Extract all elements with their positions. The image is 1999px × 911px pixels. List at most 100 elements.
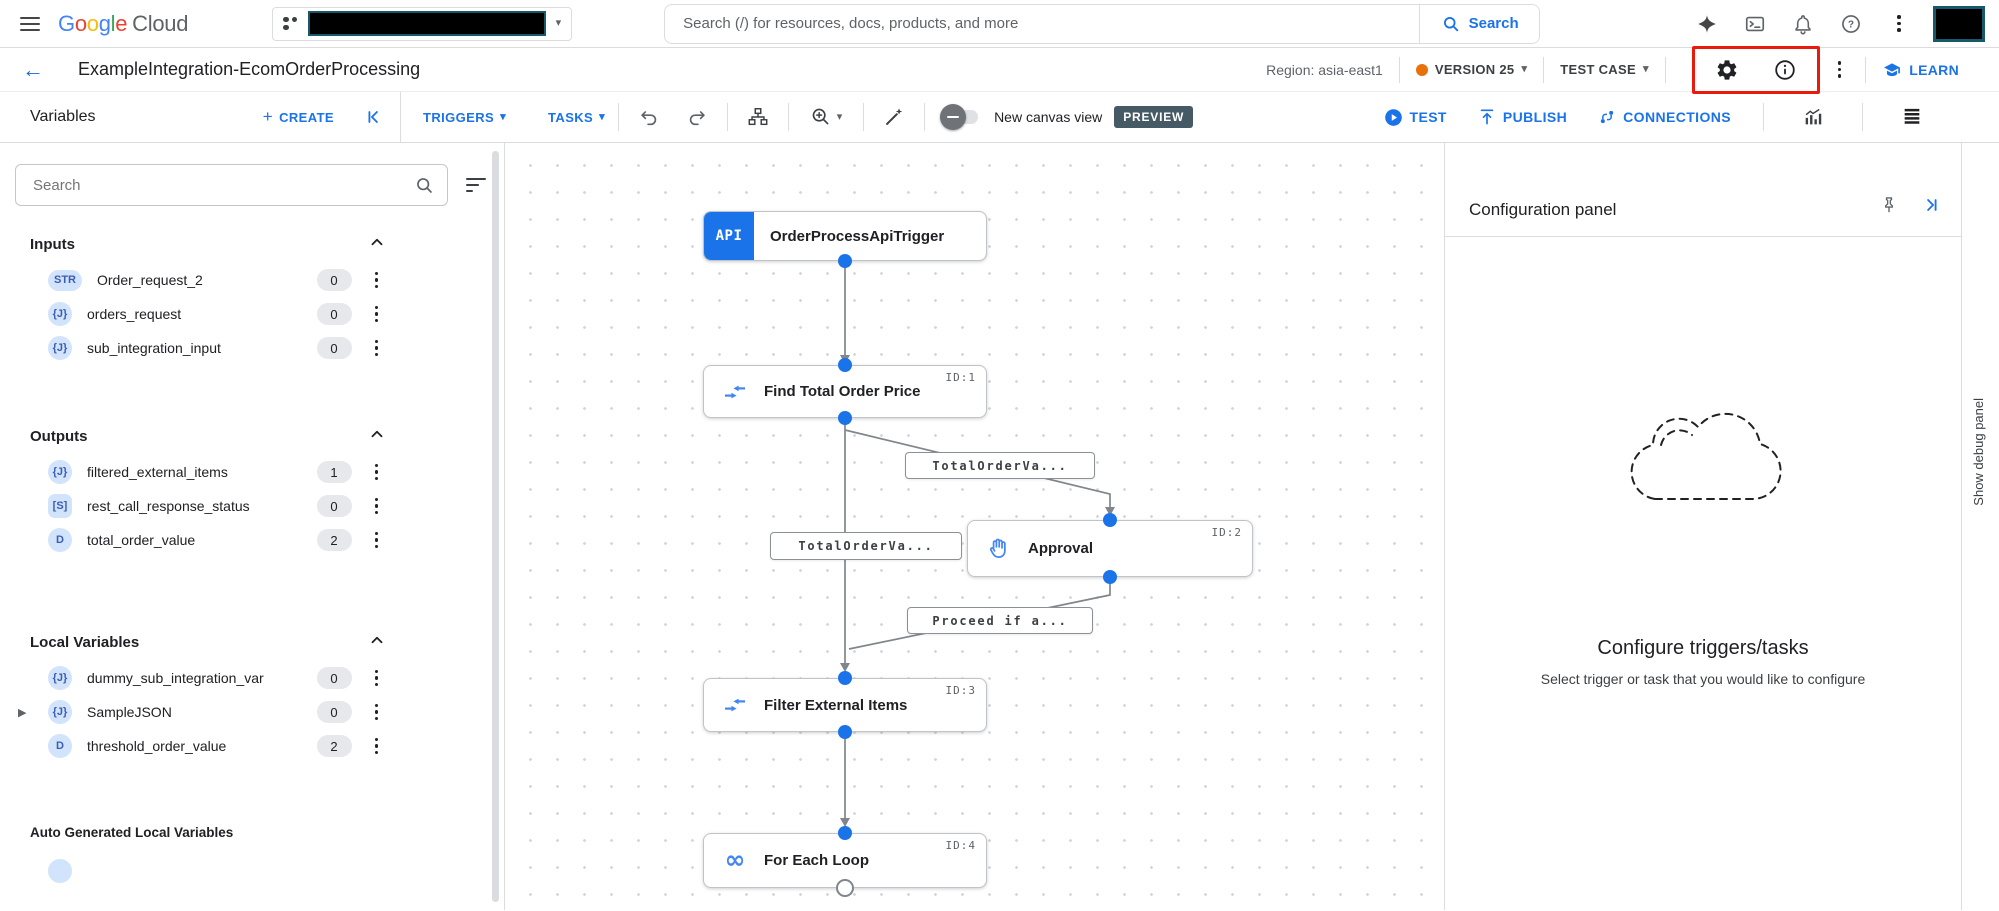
variable-row[interactable]: [S] rest_call_response_status 0 bbox=[30, 489, 386, 523]
variable-menu-button[interactable] bbox=[367, 528, 387, 553]
variables-search-input[interactable] bbox=[31, 175, 414, 195]
project-selector[interactable]: ▾ bbox=[272, 6, 573, 41]
publish-button[interactable]: PUBLISH bbox=[1477, 107, 1567, 127]
info-button[interactable] bbox=[1765, 50, 1805, 90]
flow-canvas[interactable]: TotalOrderVa... TotalOrderVa... Proceed … bbox=[505, 143, 1444, 910]
flowchart-icon bbox=[748, 108, 768, 126]
variable-menu-button[interactable] bbox=[367, 302, 387, 327]
node-title: Approval bbox=[1028, 540, 1094, 557]
trigger-node-orderprocessapitrigger[interactable]: API OrderProcessApiTrigger bbox=[703, 211, 987, 261]
variable-row[interactable]: {J} orders_request 0 bbox=[30, 297, 386, 331]
variable-menu-button[interactable] bbox=[367, 494, 387, 519]
variable-menu-button[interactable] bbox=[367, 734, 387, 759]
edge-condition-label[interactable]: TotalOrderVa... bbox=[770, 532, 962, 560]
variable-row[interactable]: D threshold_order_value 2 bbox=[30, 729, 386, 763]
learn-button[interactable]: LEARN bbox=[1882, 60, 1959, 80]
variable-row[interactable]: {J} sub_integration_input 0 bbox=[30, 331, 386, 365]
variable-menu-button[interactable] bbox=[367, 460, 387, 485]
tasks-label: TASKS bbox=[548, 109, 594, 125]
search-button[interactable]: Search bbox=[1419, 4, 1540, 43]
metrics-button[interactable] bbox=[1796, 100, 1830, 134]
usage-count-badge: 0 bbox=[316, 337, 352, 359]
inputs-header[interactable]: Inputs bbox=[30, 233, 386, 256]
section-title: Outputs bbox=[30, 428, 88, 445]
show-debug-panel-button[interactable]: Show debug panel bbox=[1971, 398, 1986, 506]
configuration-panel-body: Configure triggers/tasks Select trigger … bbox=[1445, 237, 1961, 910]
collapse-panel-button[interactable] bbox=[1921, 195, 1941, 220]
back-button[interactable]: ← bbox=[22, 56, 44, 82]
log-list-button[interactable] bbox=[1895, 100, 1929, 134]
task-node-filter-external-items[interactable]: ID:3 Filter External Items bbox=[703, 678, 987, 732]
dense-list-icon bbox=[1904, 108, 1920, 124]
cloud-shell-button[interactable] bbox=[1735, 4, 1775, 44]
collapse-left-icon bbox=[368, 111, 378, 123]
task-node-approval[interactable]: ID:2 Approval bbox=[967, 520, 1253, 577]
variable-menu-button[interactable] bbox=[367, 268, 387, 293]
edge-condition-label[interactable]: Proceed if a... bbox=[907, 607, 1093, 634]
new-canvas-toggle[interactable] bbox=[940, 104, 979, 130]
variable-row-partial[interactable] bbox=[30, 854, 386, 888]
more-options-button[interactable] bbox=[1879, 4, 1919, 44]
gemini-button[interactable] bbox=[1687, 4, 1727, 44]
variable-row[interactable]: {J} filtered_external_items 1 bbox=[30, 455, 386, 489]
connections-icon bbox=[1600, 110, 1614, 124]
task-node-for-each-loop[interactable]: ID:4 ∞ For Each Loop bbox=[703, 833, 987, 888]
outputs-header[interactable]: Outputs bbox=[30, 425, 386, 448]
chevron-up-icon[interactable] bbox=[368, 233, 386, 256]
debug-strip: Show debug panel bbox=[1961, 143, 1999, 910]
info-icon bbox=[1775, 59, 1795, 80]
connections-button[interactable]: CONNECTIONS bbox=[1597, 107, 1731, 127]
header-more-button[interactable] bbox=[1830, 57, 1850, 82]
global-search-input[interactable] bbox=[665, 4, 1420, 43]
svg-text:?: ? bbox=[1848, 19, 1854, 30]
help-button[interactable]: ? bbox=[1831, 4, 1871, 44]
integration-title: ExampleIntegration-EcomOrderProcessing bbox=[78, 59, 421, 79]
test-case-label: TEST CASE bbox=[1560, 62, 1636, 77]
test-case-selector[interactable]: TEST CASE ▾ bbox=[1560, 62, 1648, 77]
create-variable-button[interactable]: + CREATE bbox=[263, 107, 334, 127]
divider bbox=[727, 103, 729, 131]
main-menu-button[interactable] bbox=[10, 4, 50, 44]
triggers-label: TRIGGERS bbox=[423, 109, 495, 125]
edge-condition-label[interactable]: TotalOrderVa... bbox=[905, 452, 1095, 479]
section-title: Local Variables bbox=[30, 634, 140, 651]
variable-row[interactable]: {J} dummy_sub_integration_var 0 bbox=[30, 661, 386, 695]
triggers-menu[interactable]: TRIGGERS ▾ bbox=[423, 110, 506, 125]
auto-layout-button[interactable] bbox=[741, 100, 775, 134]
chevron-up-icon[interactable] bbox=[368, 631, 386, 654]
variable-menu-button[interactable] bbox=[367, 666, 387, 691]
pin-panel-button[interactable] bbox=[1879, 195, 1899, 220]
chevron-up-icon[interactable] bbox=[368, 425, 386, 448]
sort-variables-button[interactable] bbox=[462, 174, 490, 197]
top-bar-actions: ? bbox=[1687, 4, 1985, 44]
configure-heading: Configure triggers/tasks bbox=[1597, 637, 1809, 659]
tasks-menu[interactable]: TASKS ▾ bbox=[548, 110, 605, 125]
zoom-control[interactable]: ▾ bbox=[802, 100, 850, 134]
redo-button[interactable] bbox=[680, 100, 714, 134]
edit-wand-button[interactable] bbox=[877, 100, 911, 134]
variable-row[interactable]: STR Order_request_2 0 bbox=[30, 263, 386, 297]
publish-label: PUBLISH bbox=[1502, 109, 1568, 125]
node-title: Filter External Items bbox=[764, 696, 908, 714]
version-selector[interactable]: VERSION 25 ▾ bbox=[1415, 62, 1527, 77]
account-avatar[interactable] bbox=[1933, 5, 1985, 42]
divider bbox=[924, 103, 926, 131]
data-mapping-icon bbox=[722, 692, 748, 718]
notifications-button[interactable] bbox=[1783, 4, 1823, 44]
test-button[interactable]: TEST bbox=[1383, 107, 1447, 128]
inputs-section: Inputs STR Order_request_2 0 {J} orders_… bbox=[0, 233, 504, 365]
variable-row[interactable]: ▶ {J} SampleJSON 0 bbox=[18, 695, 387, 729]
configuration-panel-header: Configuration panel bbox=[1445, 143, 1961, 237]
variable-menu-button[interactable] bbox=[367, 336, 387, 361]
sidebar-scrollbar[interactable] bbox=[492, 151, 499, 902]
collapse-variables-button[interactable] bbox=[364, 107, 384, 127]
task-id-label: ID:2 bbox=[1211, 526, 1242, 539]
task-node-find-total-order-price[interactable]: ID:1 Find Total Order Price bbox=[703, 365, 987, 418]
settings-button[interactable] bbox=[1707, 50, 1747, 90]
variable-row[interactable]: D total_order_value 2 bbox=[30, 523, 386, 557]
expand-arrow-icon[interactable]: ▶ bbox=[18, 706, 27, 719]
publish-icon bbox=[1480, 109, 1494, 125]
undo-button[interactable] bbox=[632, 100, 666, 134]
variable-menu-button[interactable] bbox=[367, 700, 387, 725]
local-variables-header[interactable]: Local Variables bbox=[30, 631, 386, 654]
